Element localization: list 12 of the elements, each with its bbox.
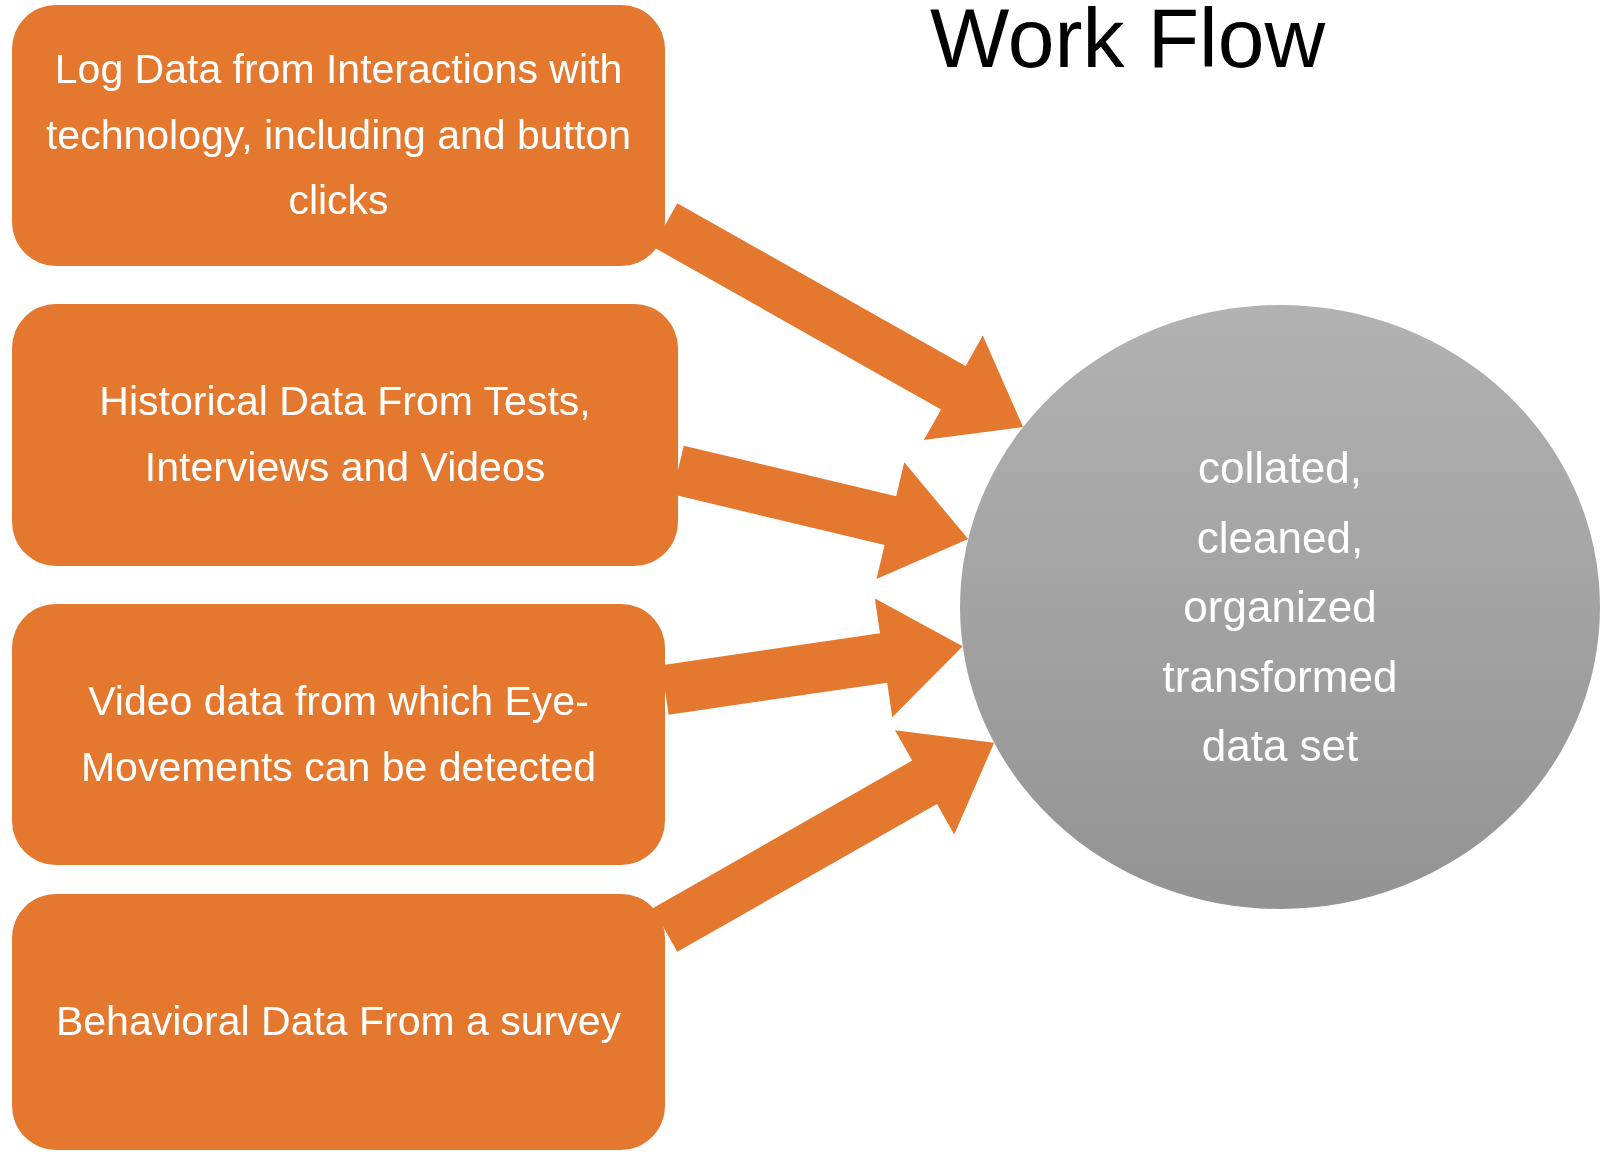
block-arrow: [652, 730, 995, 952]
node-label: Log Data from Interactions with technology, including and button clicks: [44, 45, 633, 226]
data-source-box: [12, 5, 665, 266]
data-set-ellipse: [960, 305, 1600, 909]
node-label: Historical Data From Tests, Interviews and Videos: [98, 377, 592, 492]
diagram-title: Work Flow: [930, 0, 1326, 85]
data-source-box: [12, 604, 665, 865]
node-label: collated, cleaned, organized transformed data set: [1161, 442, 1399, 773]
node-label: Video data from which Eye-Movements can be detected: [79, 676, 598, 792]
data-source-box: [12, 894, 665, 1150]
data-source-box: [12, 304, 678, 566]
node-label: Behavioral Data From a survey: [55, 997, 622, 1047]
